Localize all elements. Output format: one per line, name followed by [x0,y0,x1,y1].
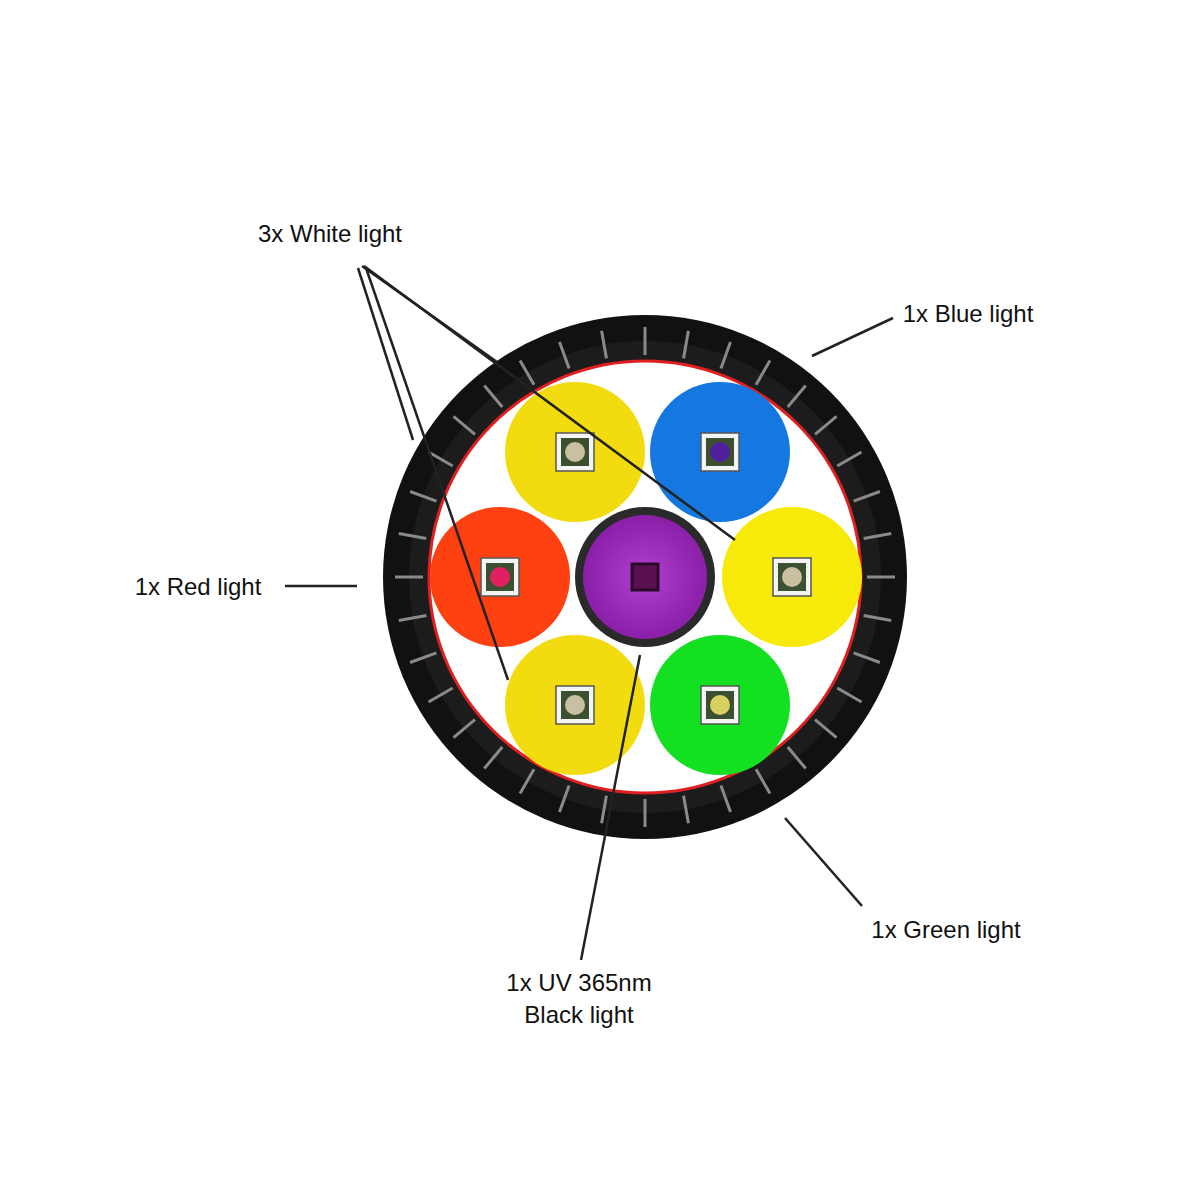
uv-led-pod [583,515,707,639]
knurl-tick [602,796,607,824]
callout-label: 1x UV 365nm Black light [492,967,667,1031]
white-led-pod [722,507,862,647]
led-base [701,686,739,724]
led-base [481,558,519,596]
led-chips [481,433,811,724]
knurl-tick [399,534,427,539]
led-base [556,686,594,724]
knurl-tick [559,342,569,368]
knurl-tick [644,799,647,827]
led-pad [706,438,734,466]
knurl-tick [864,616,892,621]
leader-line [785,818,862,906]
led-pad [561,438,589,466]
knurl-tick [453,416,474,434]
leader-line [581,655,640,960]
knurl-tick [484,385,502,406]
knurl-tick [410,653,436,663]
uv-led-ring [575,507,715,647]
knurl-tick [788,385,806,406]
callout-label: 1x Red light [135,571,262,603]
led-base [556,433,594,471]
led-pad [561,691,589,719]
led-pad [486,563,514,591]
leader-line [364,266,735,540]
bezel-inner [409,341,881,813]
leader-line [285,585,357,588]
knurl-tick [815,416,836,434]
led-pad [778,563,806,591]
knurl-tick [854,491,880,501]
knurl-tick [602,331,607,359]
leader-lines [285,266,893,960]
callout-label: 3x White light [258,218,402,250]
uv-chip [632,564,658,590]
knurl-tick [395,576,423,579]
led-die [710,695,730,715]
knurl-tick [684,796,689,824]
knurl-tick [644,327,647,355]
knurl-tick [837,452,861,466]
led-base [773,558,811,596]
leader-line [366,268,508,680]
white-led-pod [505,382,645,522]
reflector-face [429,361,861,793]
knurl-tick [484,747,502,768]
led-die [490,567,510,587]
knurl-tick [867,576,895,579]
green-led-pod [650,635,790,775]
leader-line [812,318,893,356]
bezel-ring [383,315,907,839]
blue-led-pod [650,382,790,522]
leader-line [358,268,413,440]
led-base [701,433,739,471]
knurl-tick [756,769,770,793]
knurl-tick [410,491,436,501]
knurl-tick [428,688,452,702]
knurl-tick [520,360,534,384]
led-pad [706,691,734,719]
led-pods [430,382,862,775]
callout-label: 1x Green light [871,914,1020,946]
knurl-tick [854,653,880,663]
knurl-tick [837,688,861,702]
led-die [565,442,585,462]
knurling [395,327,895,827]
knurl-tick [453,720,474,738]
knurl-tick [520,769,534,793]
knurl-tick [756,360,770,384]
knurl-tick [721,786,731,812]
knurl-tick [684,331,689,359]
knurl-tick [721,342,731,368]
knurl-tick [864,534,892,539]
callout-label: 1x Blue light [903,298,1034,330]
white-led-pod [505,635,645,775]
led-die [782,567,802,587]
knurl-tick [559,786,569,812]
knurl-tick [399,616,427,621]
red-led-pod [430,507,570,647]
knurl-tick [815,720,836,738]
knurl-tick [788,747,806,768]
led-die [565,695,585,715]
led-die [710,442,730,462]
